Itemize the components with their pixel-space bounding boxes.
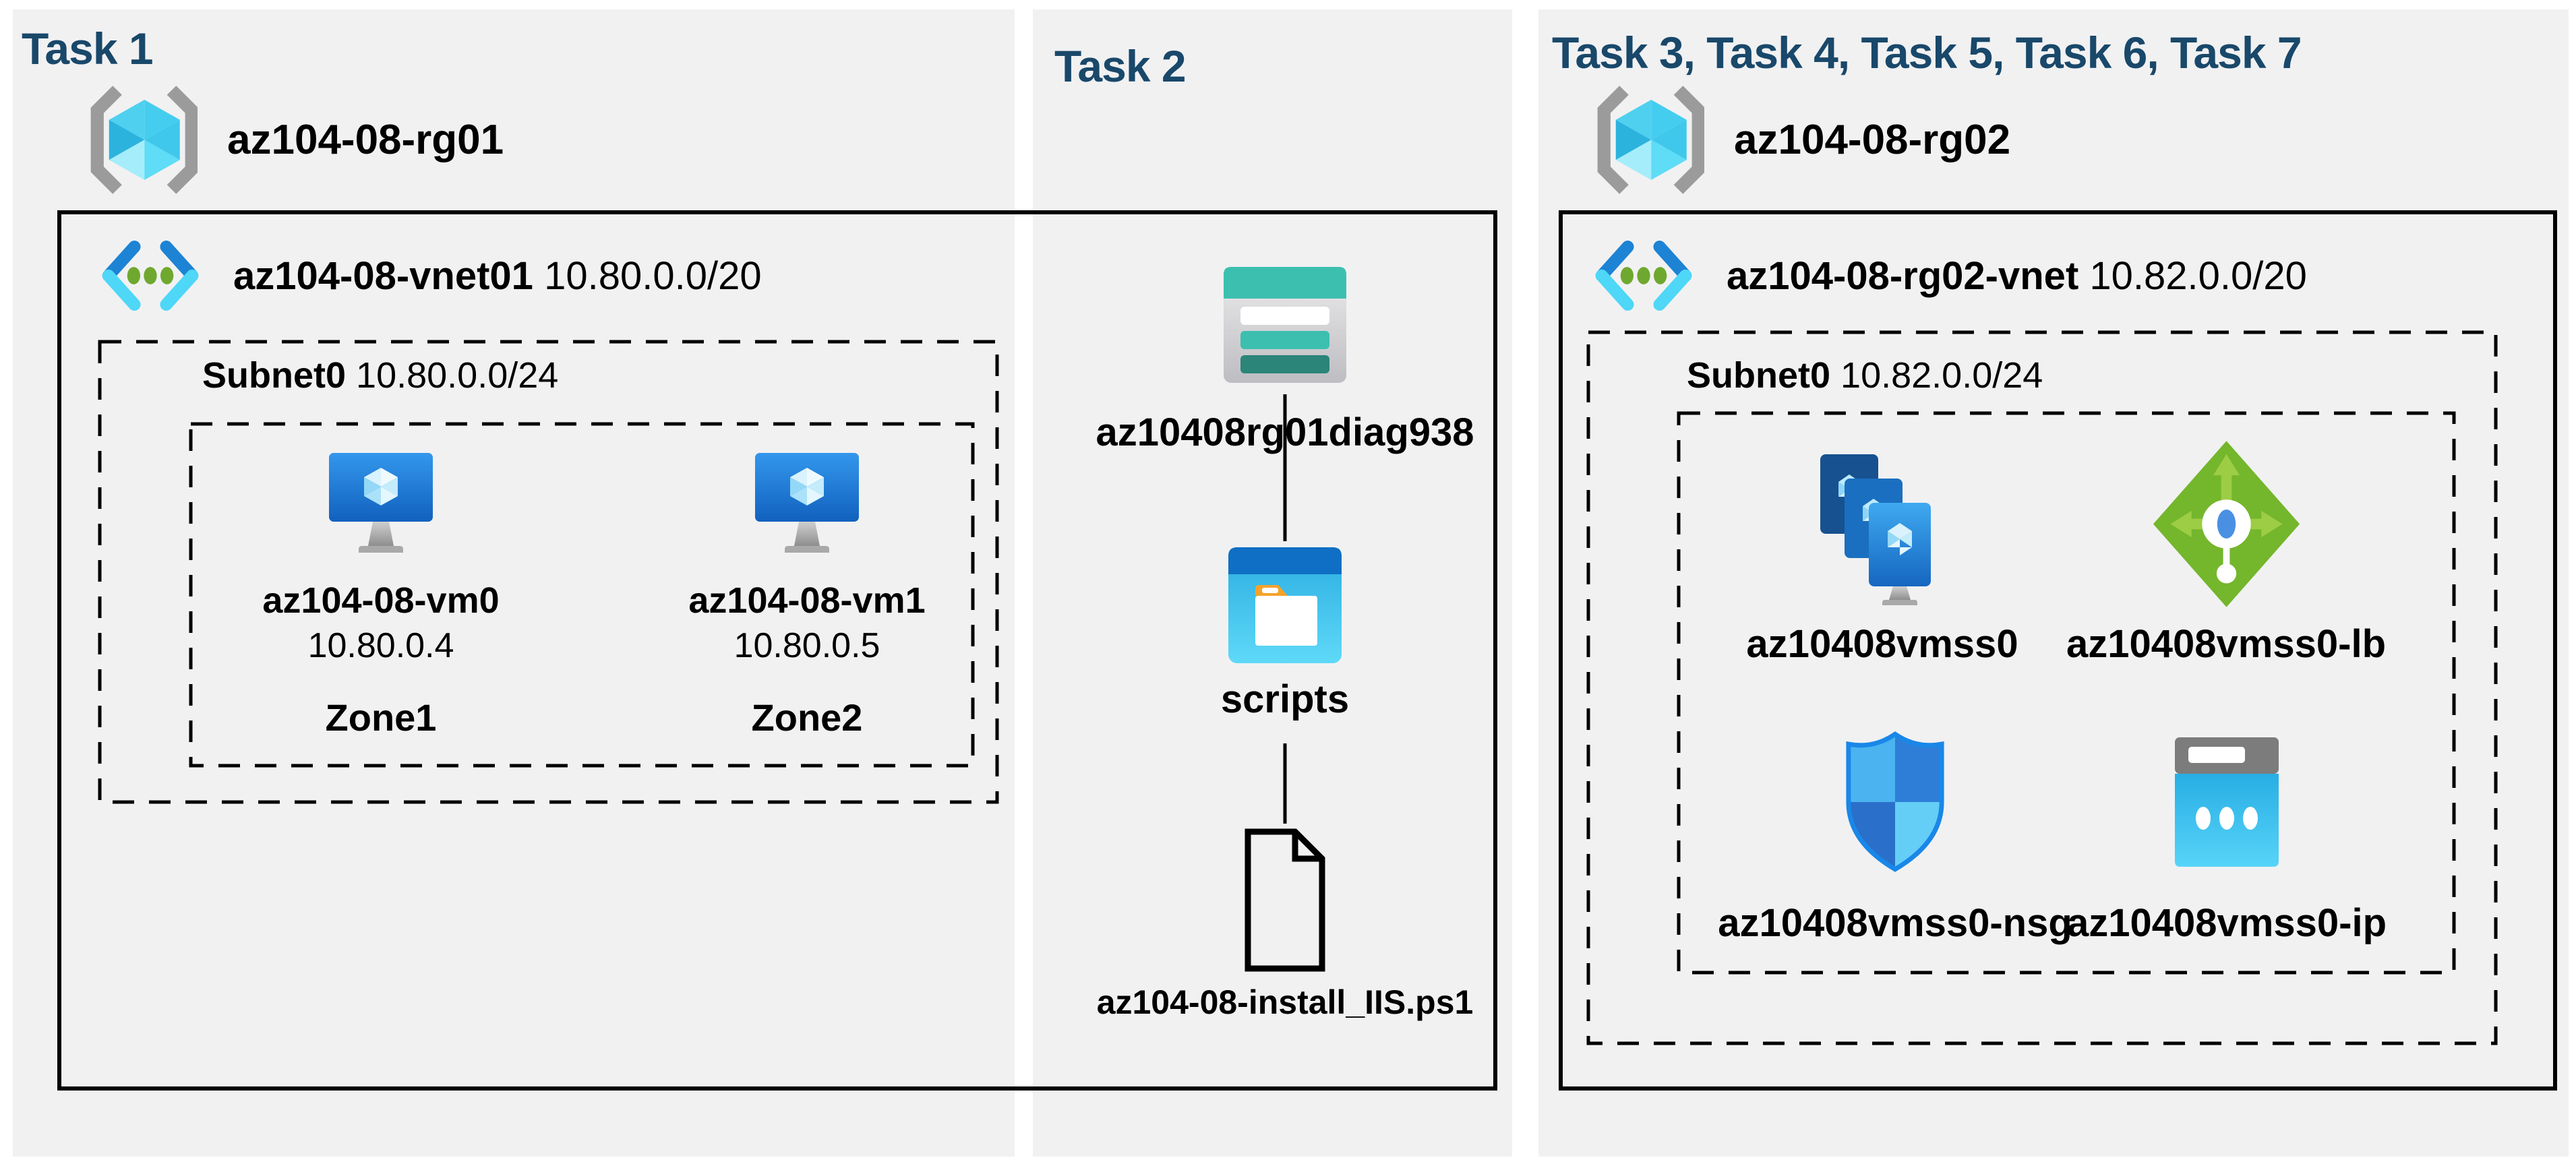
rg02-name: az104-08-rg02 — [1734, 117, 2011, 163]
public-ip-name: az10408vmss0-ip — [2067, 901, 2387, 945]
load-balancer-icon — [2153, 441, 2300, 607]
scripts-folder-icon — [1228, 547, 1342, 663]
rg01-name: az104-08-rg01 — [227, 117, 504, 163]
virtual-machine-icon — [755, 453, 859, 553]
scripts-folder-name: scripts — [1220, 677, 1350, 721]
script-file-name: az104-08-install_IIS.ps1 — [1096, 983, 1474, 1021]
network-security-group-icon — [1846, 731, 1944, 872]
vnet01-label: az104-08-vnet01 10.80.0.0/20 — [233, 253, 762, 298]
vm0-zone: Zone1 — [325, 696, 437, 739]
task1-title: Task 1 — [22, 24, 154, 73]
subnet0-right-label: Subnet0 10.82.0.0/24 — [1687, 355, 2043, 396]
public-ip-icon — [2175, 737, 2279, 867]
storage-account-icon — [1224, 267, 1346, 383]
vm0-ip: 10.80.0.4 — [307, 626, 454, 665]
resource-group-icon — [1597, 86, 1704, 194]
subnet0-left-label: Subnet0 10.80.0.0/24 — [202, 355, 559, 396]
rg01-header: az104-08-rg01 — [80, 81, 504, 199]
task3-title: Task 3, Task 4, Task 5, Task 6, Task 7 — [1552, 28, 2302, 78]
task2-title: Task 2 — [1054, 41, 1187, 91]
vm1-zone: Zone2 — [751, 696, 863, 739]
load-balancer-name: az10408vmss0-lb — [2066, 622, 2386, 666]
vm1-ip: 10.80.0.5 — [733, 626, 880, 665]
script-file-icon — [1245, 828, 1325, 972]
vm0-name: az104-08-vm0 — [262, 580, 500, 621]
rg02-vnet-header: az104-08-rg02-vnet 10.82.0.0/20 — [1593, 237, 2307, 314]
virtual-network-icon — [1595, 241, 1692, 311]
vmss-name: az10408vmss0 — [1746, 622, 2018, 666]
nsg-name: az10408vmss0-nsg — [1718, 901, 2072, 945]
vm1-name: az104-08-vm1 — [688, 580, 926, 621]
vnet01-header: az104-08-vnet01 10.80.0.0/20 — [100, 237, 762, 314]
rg02-header: az104-08-rg02 — [1586, 81, 2010, 199]
virtual-network-icon — [102, 241, 199, 311]
virtual-machine-icon — [329, 453, 433, 553]
resource-group-icon — [90, 86, 198, 194]
rg02-vnet-label: az104-08-rg02-vnet 10.82.0.0/20 — [1727, 253, 2307, 298]
vm-scale-set-icon — [1820, 454, 1931, 605]
storage-account-name: az10408rg01diag938 — [1096, 410, 1474, 454]
